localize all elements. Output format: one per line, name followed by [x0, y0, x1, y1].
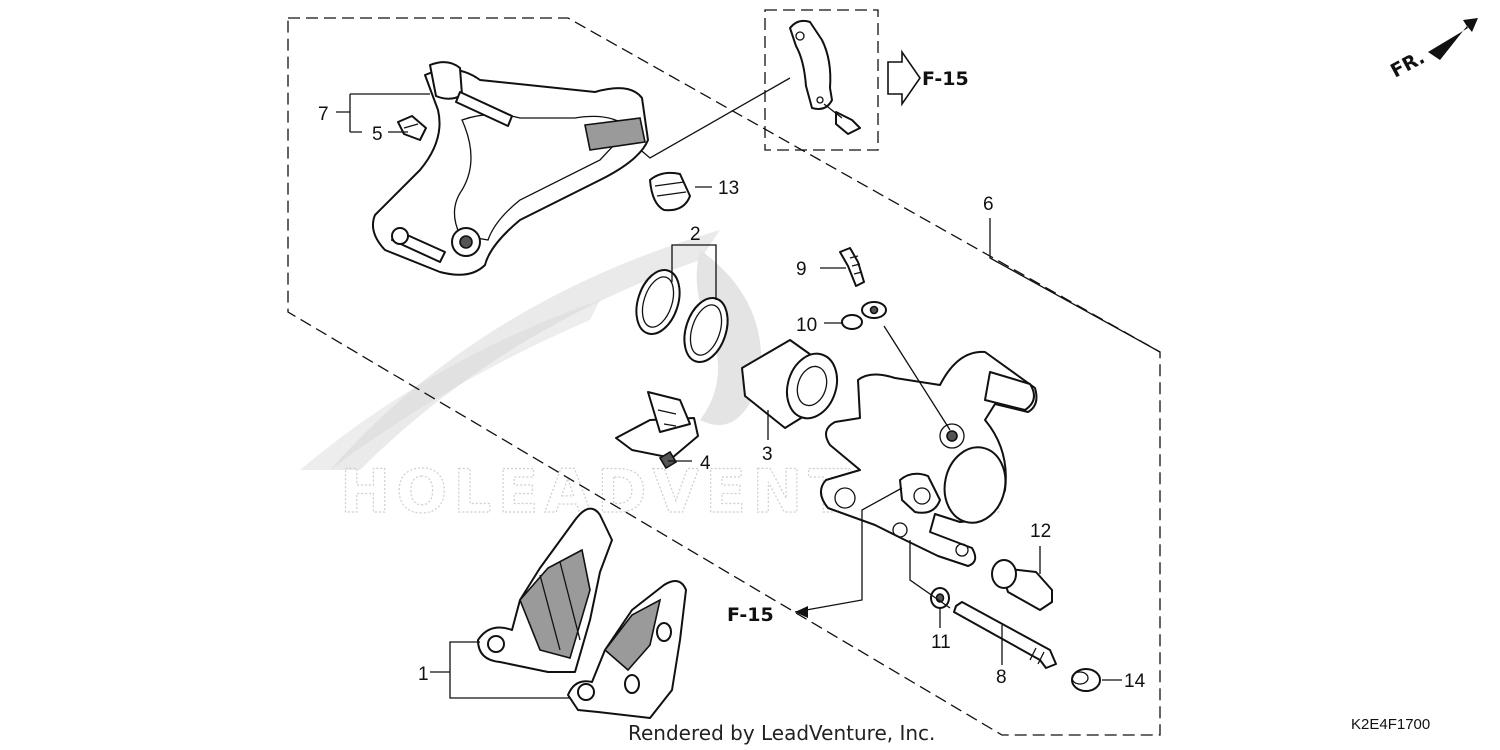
pad-spring [615, 391, 699, 470]
bleeder-screw [839, 247, 865, 287]
inset-hose-guide [789, 19, 861, 135]
washer [930, 587, 950, 609]
leader-lines [336, 93, 1161, 699]
callout-10: 10 [796, 315, 817, 336]
callouts: 1 2 3 4 5 6 7 8 9 10 11 12 13 14 [318, 104, 1146, 692]
pin-plug [1071, 668, 1101, 692]
callout-2: 2 [690, 224, 701, 245]
ref-label-bottom: F-15 [727, 604, 774, 626]
caliper-body [820, 350, 1038, 567]
bleeder-cap [841, 301, 887, 330]
caliper-piston [741, 339, 838, 429]
callout-11: 11 [931, 632, 951, 653]
callout-3: 3 [762, 444, 773, 465]
callout-8: 8 [996, 667, 1007, 688]
caliper-bracket [372, 61, 649, 276]
slide-pin [991, 559, 1053, 611]
pad-pin [953, 601, 1057, 669]
caliper-assembly-outline [287, 17, 1161, 736]
pin-boot [649, 171, 691, 212]
piston-seals [635, 269, 729, 363]
bracket-inset-box [764, 9, 879, 151]
ref-label-top: F-15 [922, 68, 969, 90]
callout-4: 4 [700, 453, 711, 474]
callout-6: 6 [983, 194, 994, 215]
callout-9: 9 [796, 259, 807, 280]
callout-1: 1 [418, 664, 429, 685]
credit-text: Rendered by LeadVenture, Inc. [628, 721, 935, 745]
front-direction-indicator: FR. [1387, 18, 1478, 82]
callout-12: 12 [1030, 521, 1051, 542]
ref-arrow-top: F-15 [887, 49, 969, 107]
callout-14: 14 [1124, 671, 1146, 692]
brake-pads [477, 507, 687, 719]
callout-13: 13 [718, 178, 739, 199]
callout-5: 5 [372, 124, 383, 145]
callout-7: 7 [318, 104, 329, 125]
front-label: FR. [1387, 46, 1428, 82]
diagram-code: K2E4F1700 [1351, 716, 1430, 733]
pad-spring-clip [397, 115, 427, 141]
